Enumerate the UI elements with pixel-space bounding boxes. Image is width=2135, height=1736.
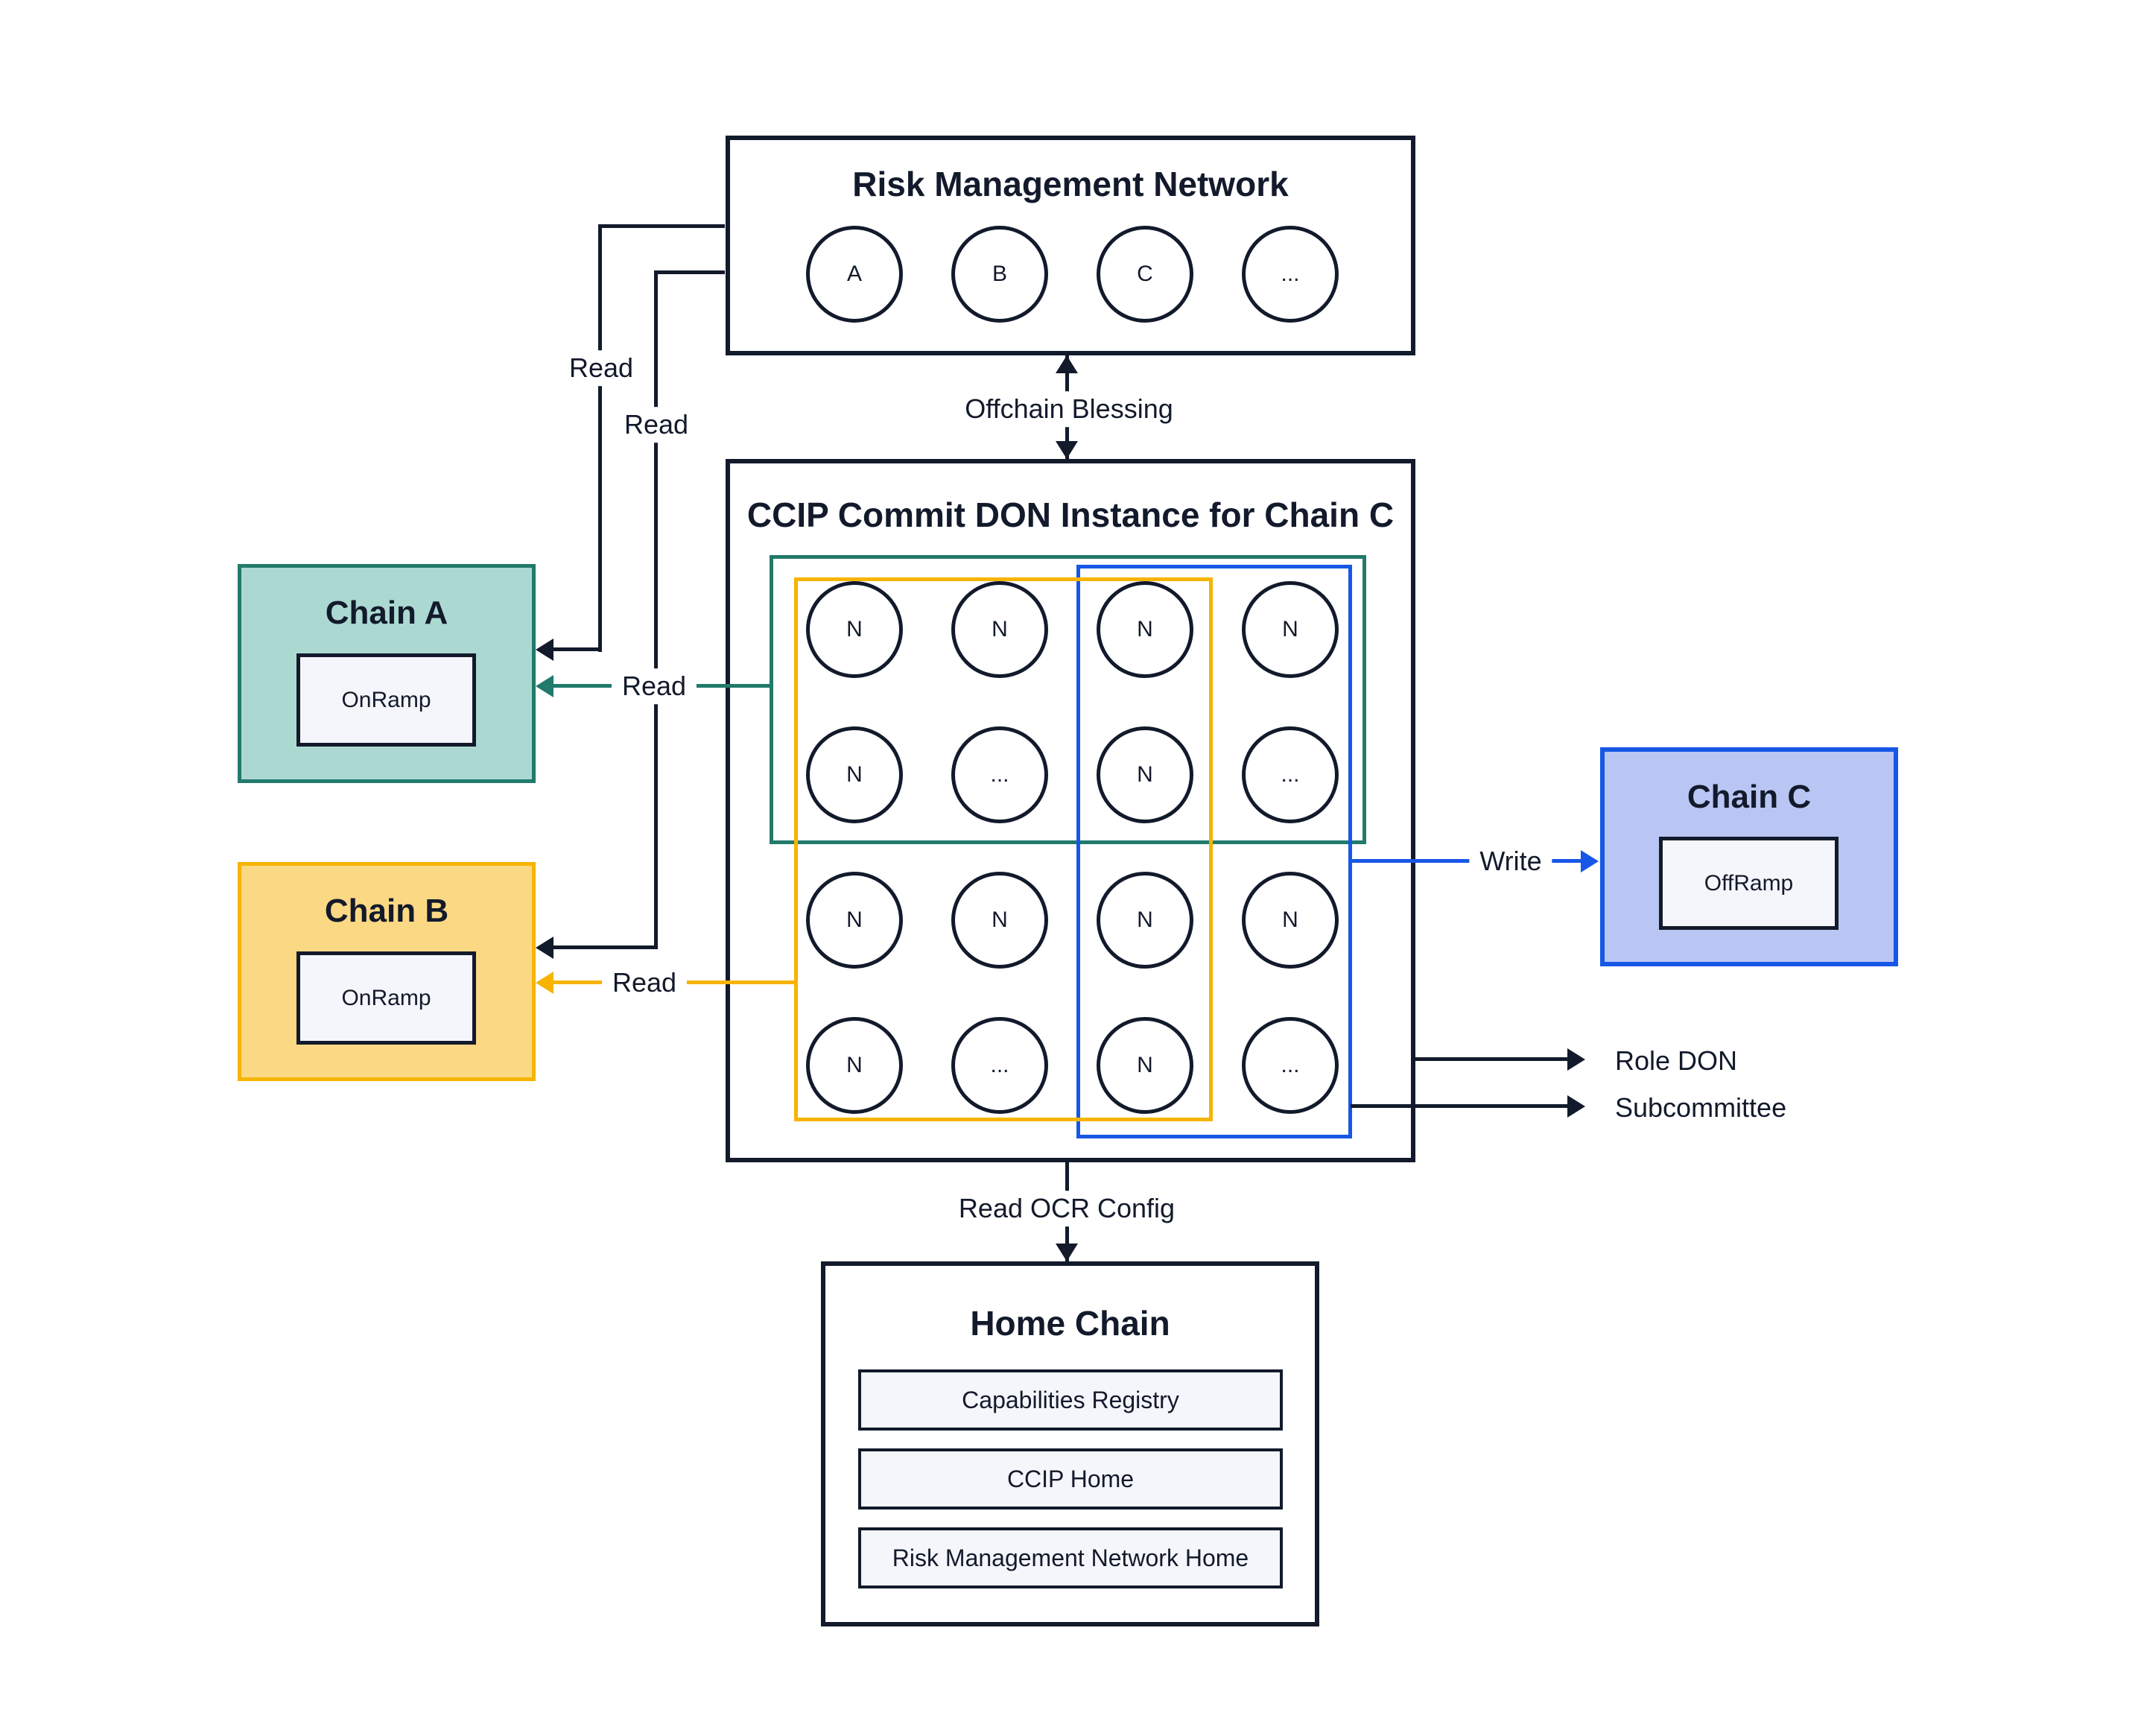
read-don-to-b-label: Read [601, 965, 688, 1001]
rmn-node-a: A [806, 226, 903, 323]
don-node-r2c1: N [806, 726, 903, 823]
don-node-label: ... [1281, 1053, 1300, 1077]
rmn-to-chain-a-arrow-icon [536, 639, 553, 661]
capabilities-registry-label: Capabilities Registry [962, 1386, 1179, 1413]
read-rmn-to-b-label: Read [613, 407, 699, 443]
read-ocr-config-label: Read OCR Config [948, 1191, 1186, 1226]
capabilities-registry-box: Capabilities Registry [858, 1369, 1283, 1431]
offchain-blessing-arrow-up-icon [1056, 355, 1078, 373]
don-node-label: N [992, 617, 1008, 642]
risk-management-network-title: Risk Management Network [852, 165, 1289, 203]
don-node-r4c3: N [1097, 1017, 1193, 1114]
don-node-r3c4: N [1242, 872, 1339, 969]
don-node-r4c2: ... [951, 1017, 1048, 1114]
don-node-label: N [1282, 907, 1298, 932]
rmn-node-etc-label: ... [1281, 262, 1300, 286]
rmn-to-chain-b-line-v [654, 270, 658, 949]
role-don-arrow-icon [1567, 1048, 1585, 1071]
risk-management-network-home-label: Risk Management Network Home [892, 1544, 1249, 1571]
don-node-label: N [846, 1053, 863, 1077]
chain-b-onramp-box: OnRamp [296, 951, 476, 1045]
ccip-home-box: CCIP Home [858, 1448, 1283, 1510]
don-node-r3c3: N [1097, 872, 1193, 969]
read-ocr-config-arrow-icon [1056, 1244, 1078, 1261]
rmn-to-chain-a-line-h2 [552, 647, 600, 651]
don-node-r2c2: ... [951, 726, 1048, 823]
offchain-blessing-label: Offchain Blessing [954, 391, 1184, 427]
rmn-to-chain-a-line-v [598, 224, 602, 652]
ccip-commit-don-title: CCIP Commit DON Instance for Chain C [746, 495, 1395, 534]
don-node-r4c1: N [806, 1017, 903, 1114]
chain-b-onramp-label: OnRamp [341, 985, 431, 1010]
chain-a-onramp-label: OnRamp [341, 687, 431, 712]
don-node-label: N [1137, 907, 1153, 932]
blue-subcommittee-rect [1076, 565, 1352, 1138]
role-don-label: Role DON [1615, 1045, 1738, 1076]
home-chain-title: Home Chain [970, 1304, 1170, 1343]
chain-b-title: Chain B [324, 893, 449, 929]
don-node-label: N [846, 762, 863, 787]
role-don-line [1413, 1057, 1569, 1061]
don-node-label: N [1137, 1053, 1153, 1077]
read-rmn-to-a-label: Read [558, 350, 644, 386]
don-to-chain-c-blue-line [1352, 859, 1582, 863]
don-to-chain-c-blue-arrow-icon [1581, 850, 1599, 872]
rmn-node-c: C [1097, 226, 1193, 323]
don-node-label: N [992, 907, 1008, 932]
don-to-chain-a-teal-arrow-icon [536, 675, 553, 697]
chain-a-title: Chain A [325, 595, 448, 631]
don-node-r1c4: N [1242, 581, 1339, 678]
rmn-to-chain-b-line-h1 [656, 270, 725, 274]
don-node-r2c3: N [1097, 726, 1193, 823]
teal-subcommittee-rect [770, 555, 1366, 844]
read-don-to-a-label: Read [611, 668, 697, 704]
rmn-node-c-label: C [1137, 262, 1153, 286]
don-node-r2c4: ... [1242, 726, 1339, 823]
don-node-label: N [1137, 617, 1153, 642]
ccip-home-label: CCIP Home [1006, 1465, 1135, 1492]
don-node-r3c1: N [806, 872, 903, 969]
don-node-r1c2: N [951, 581, 1048, 678]
don-node-label: N [1137, 762, 1153, 787]
chain-c-title: Chain C [1687, 779, 1812, 815]
rmn-to-chain-b-arrow-icon [536, 937, 553, 959]
chain-c-offramp-label: OffRamp [1704, 870, 1794, 896]
don-node-label: ... [990, 762, 1009, 787]
rmn-node-b-label: B [992, 262, 1007, 286]
don-node-label: N [846, 907, 863, 932]
don-node-r1c1: N [806, 581, 903, 678]
don-to-chain-b-yellow-arrow-icon [536, 972, 553, 994]
rmn-to-chain-b-line-h2 [552, 945, 656, 949]
rmn-node-a-label: A [846, 262, 862, 286]
rmn-node-b: B [951, 226, 1048, 323]
don-node-label: ... [990, 1053, 1009, 1077]
offchain-blessing-arrow-down-icon [1056, 441, 1078, 459]
don-node-label: ... [1281, 762, 1300, 787]
chain-c-offramp-box: OffRamp [1659, 837, 1839, 930]
subcommittee-line [1351, 1104, 1569, 1108]
don-node-r1c3: N [1097, 581, 1193, 678]
don-node-r4c4: ... [1242, 1017, 1339, 1114]
yellow-subcommittee-rect [794, 577, 1213, 1121]
subcommittee-arrow-icon [1567, 1095, 1585, 1118]
don-node-label: N [1282, 617, 1298, 642]
write-label: Write [1469, 843, 1552, 879]
risk-management-network-home-box: Risk Management Network Home [858, 1527, 1283, 1588]
chain-a-onramp-box: OnRamp [296, 653, 476, 747]
don-node-r3c2: N [951, 872, 1048, 969]
subcommittee-label: Subcommittee [1615, 1092, 1787, 1123]
don-node-label: N [846, 617, 863, 642]
rmn-node-etc: ... [1242, 226, 1339, 323]
rmn-to-chain-a-line-h1 [600, 224, 725, 228]
